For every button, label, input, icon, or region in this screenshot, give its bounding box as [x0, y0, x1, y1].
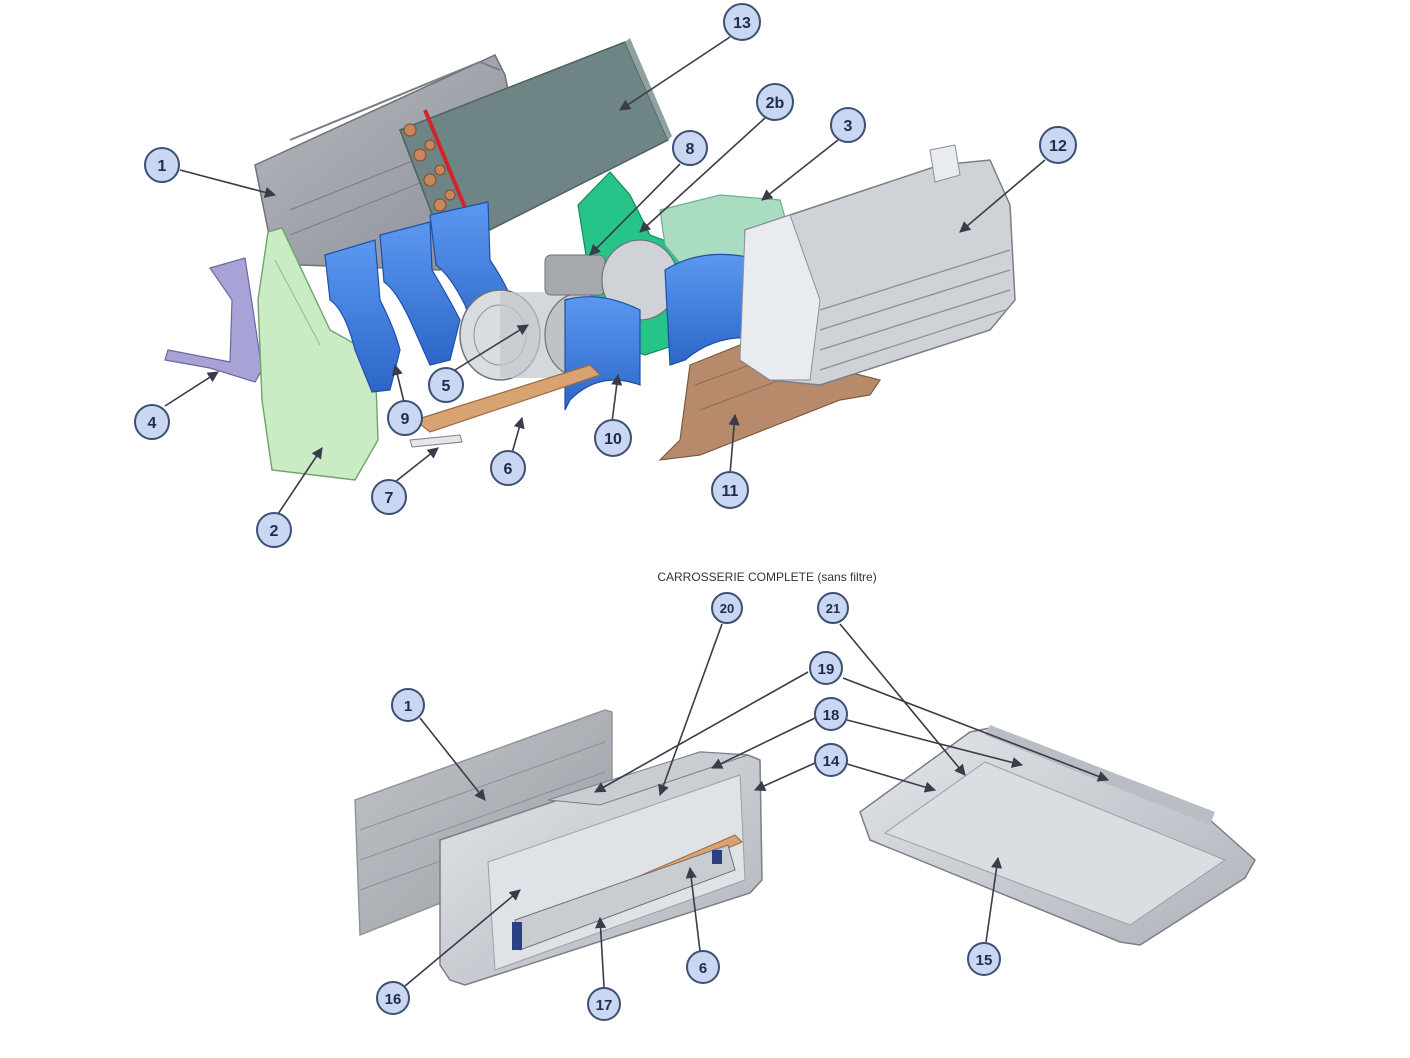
callout-b16: 16 — [376, 889, 521, 1015]
bottom-casing-view: CARROSSERIE COMPLETE (sans filtre) — [354, 570, 1256, 1021]
callout-6: 6 — [490, 416, 526, 486]
callout-b14: 14 — [753, 743, 937, 793]
callout-8: 8 — [589, 130, 708, 256]
callout-2b-text: 2b — [766, 95, 785, 112]
callout-b19: 19 — [594, 651, 1110, 793]
callout-b6-text: 6 — [699, 960, 707, 977]
callout-13: 13 — [619, 3, 761, 111]
callout-2: 2 — [256, 447, 323, 548]
callout-b14-text: 14 — [823, 753, 840, 770]
callout-b18-text: 18 — [823, 707, 840, 724]
callout-7-text: 7 — [385, 490, 394, 507]
callout-b15: 15 — [967, 856, 1003, 976]
callout-b1: 1 — [391, 688, 486, 801]
callout-10-text: 10 — [604, 431, 622, 448]
callout-1: 1 — [144, 147, 277, 198]
callout-3-text: 3 — [844, 118, 853, 135]
part-7-bar — [409, 434, 463, 448]
callout-9: 9 — [387, 363, 423, 436]
callout-9-text: 9 — [401, 411, 410, 428]
part-9-volute-housing — [324, 201, 516, 393]
callout-12-text: 12 — [1049, 138, 1067, 155]
callout-b18: 18 — [710, 697, 1024, 769]
casing-part-14-top-cover — [859, 725, 1256, 946]
callout-b20-text: 20 — [720, 601, 734, 616]
part-2-side-panel — [257, 227, 379, 481]
callout-4: 4 — [134, 371, 219, 440]
callout-8-text: 8 — [686, 141, 695, 158]
callout-2b: 2b — [639, 83, 794, 233]
part-4-duct — [164, 257, 263, 383]
callout-b19-text: 19 — [818, 661, 835, 678]
callout-b17-text: 17 — [596, 997, 613, 1014]
callout-5-text: 5 — [442, 378, 451, 395]
callout-b6: 6 — [685, 866, 720, 984]
callout-11: 11 — [711, 413, 749, 509]
callout-10: 10 — [594, 373, 632, 457]
callout-b21-text: 21 — [826, 601, 840, 616]
callout-b17: 17 — [587, 916, 621, 1021]
callout-2-text: 2 — [270, 523, 279, 540]
callout-11-text: 11 — [722, 483, 739, 500]
callout-b21: 21 — [817, 592, 966, 776]
callout-3: 3 — [761, 107, 866, 201]
callout-b15-text: 15 — [976, 952, 993, 969]
part-6-filter — [413, 364, 602, 433]
callout-5: 5 — [428, 324, 529, 403]
callout-13-text: 13 — [733, 15, 751, 32]
callout-7: 7 — [371, 447, 439, 515]
callout-b1-text: 1 — [404, 698, 412, 715]
callout-b16-text: 16 — [385, 991, 402, 1008]
callout-1-text: 1 — [158, 158, 167, 175]
callout-6-text: 6 — [504, 461, 513, 478]
top-exploded-view: 1 13 2b 8 3 12 4 — [134, 3, 1077, 548]
callout-b20: 20 — [658, 592, 743, 797]
callout-12: 12 — [959, 126, 1077, 233]
callout-4-text: 4 — [148, 415, 157, 432]
casing-caption: CARROSSERIE COMPLETE (sans filtre) — [657, 570, 876, 584]
part-12-side-housing — [739, 144, 1016, 386]
